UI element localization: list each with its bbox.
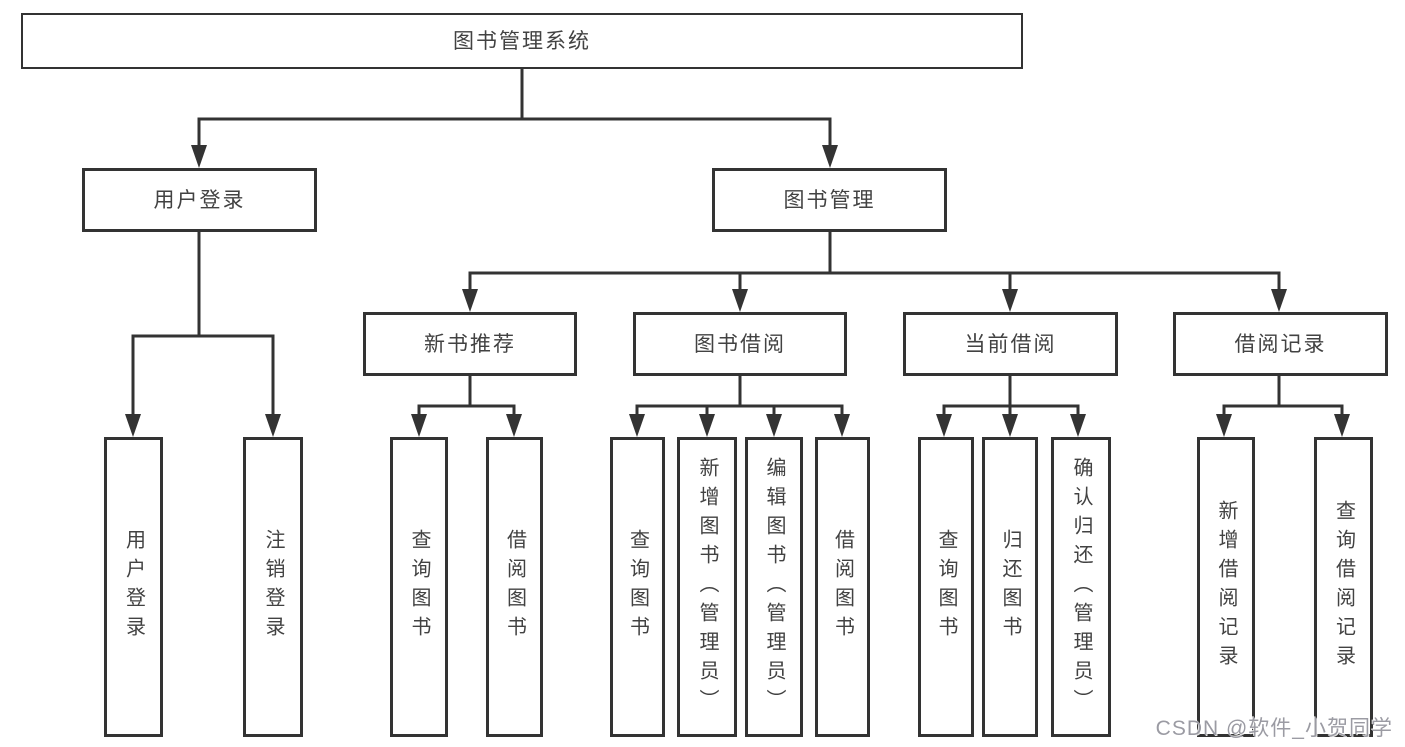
diagram-node-system-root: 图书管理系统	[21, 13, 1023, 69]
connector-arrowhead	[265, 414, 281, 437]
connector-arrowhead	[1334, 414, 1350, 437]
connector-arrowhead	[629, 414, 645, 437]
diagram-node-new-book-recommend: 新书推荐	[363, 312, 577, 376]
diagram-node-leaf-query-books-rec: 查询图书	[390, 437, 448, 737]
diagram-node-current-borrowing: 当前借阅	[903, 312, 1118, 376]
diagram-node-leaf-edit-books-admin: 编辑图书（管理员）	[745, 437, 803, 737]
connector-arrowhead	[1216, 414, 1232, 437]
connector-arrowhead	[936, 414, 952, 437]
diagram-node-leaf-query-books-cur: 查询图书	[918, 437, 974, 737]
watermark: CSDN @软件_小贺同学	[1155, 717, 1393, 740]
node-label: 归还图书	[999, 529, 1021, 645]
node-label: 确认归还（管理员）	[1070, 456, 1092, 718]
connector-arrowhead	[732, 289, 748, 312]
connector-arrowhead	[462, 289, 478, 312]
connector-arrowhead	[834, 414, 850, 437]
node-label: 用户登录	[122, 529, 145, 645]
diagram-node-user-login: 用户登录	[82, 168, 317, 232]
diagram-node-book-management: 图书管理	[712, 168, 947, 232]
connector-arrowhead	[1002, 414, 1018, 437]
node-label: 图书管理系统	[453, 29, 591, 53]
node-label: 编辑图书（管理员）	[763, 456, 785, 718]
connector-arrowhead	[506, 414, 522, 437]
node-label: 查询借阅记录	[1332, 500, 1355, 674]
connector-arrowhead	[1070, 414, 1086, 437]
diagram-node-leaf-add-books-admin: 新增图书（管理员）	[677, 437, 737, 737]
node-label: 查询图书	[626, 529, 649, 645]
diagram-node-leaf-confirm-return: 确认归还（管理员）	[1051, 437, 1111, 737]
diagram-node-leaf-logout: 注销登录	[243, 437, 303, 737]
node-label: 当前借阅	[964, 332, 1057, 356]
connector-arrowhead	[191, 145, 207, 168]
node-label: 新书推荐	[424, 332, 516, 356]
node-label: 借阅记录	[1234, 332, 1327, 356]
node-label: 图书管理	[783, 188, 876, 212]
diagram-node-leaf-query-borrow-record: 查询借阅记录	[1314, 437, 1373, 737]
node-label: 新增借阅记录	[1215, 500, 1237, 674]
diagram-node-leaf-user-login: 用户登录	[104, 437, 163, 737]
diagram-node-leaf-return-books: 归还图书	[982, 437, 1038, 737]
connector-arrowhead	[822, 145, 838, 168]
diagram-node-borrowing-records: 借阅记录	[1173, 312, 1388, 376]
node-label: 用户登录	[153, 188, 246, 212]
node-label: 查询图书	[408, 529, 430, 645]
node-label: 新增图书（管理员）	[696, 456, 718, 718]
diagram-node-leaf-borrow-books-rec: 借阅图书	[486, 437, 543, 737]
node-label: 借阅图书	[831, 529, 854, 645]
diagram-node-leaf-borrow-books-bor: 借阅图书	[815, 437, 870, 737]
connector-arrowhead	[1271, 289, 1287, 312]
node-label: 图书借阅	[694, 332, 786, 356]
diagram-node-leaf-query-books-bor: 查询图书	[610, 437, 665, 737]
diagram-node-book-borrowing: 图书借阅	[633, 312, 847, 376]
connector-arrowhead	[699, 414, 715, 437]
node-label: 注销登录	[262, 529, 284, 645]
connector-arrowhead	[766, 414, 782, 437]
diagram-node-leaf-add-borrow-record: 新增借阅记录	[1197, 437, 1255, 737]
connector-arrowhead	[411, 414, 427, 437]
connector-arrowhead	[125, 414, 141, 437]
connector-arrowhead	[1002, 289, 1018, 312]
node-label: 借阅图书	[503, 529, 526, 645]
node-label: 查询图书	[935, 529, 957, 645]
